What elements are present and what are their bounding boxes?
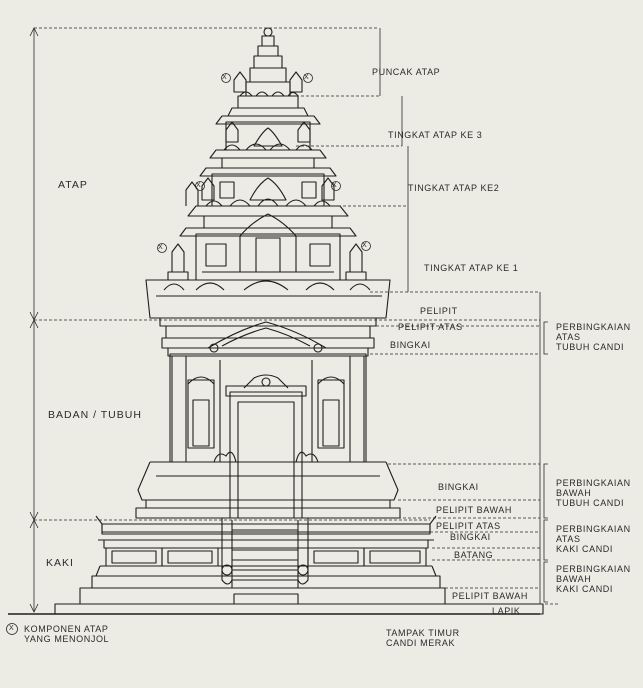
dimension-lines [29,27,548,613]
atap-roof [145,27,391,327]
stairs [221,518,309,588]
marker-x: X [362,242,368,249]
zone-label-kaki: KAKI [46,557,74,569]
label-pelipit-atas-tubuh: PELIPIT ATAS [398,322,463,332]
marker-x: X [332,182,338,189]
marker-x: X [158,244,164,251]
zone-label-badan: BADAN / TUBUH [48,409,142,421]
group-perbingkaian-atas-kaki: PERBINGKAIAN ATAS KAKI CANDI [556,524,631,554]
label-bingkai-atas-tubuh: BINGKAI [390,340,431,350]
label-puncak-atap: PUNCAK ATAP [372,67,441,77]
group-perbingkaian-bawah-tubuh: PERBINGKAIAN BAWAH TUBUH CANDI [556,478,631,508]
label-bingkai-bawah-tubuh: BINGKAI [438,482,479,492]
label-batang: BATANG [454,550,494,560]
group-perbingkaian-atas-tubuh: PERBINGKAIAN ATAS TUBUH CANDI [556,322,631,352]
badan-body [135,321,401,519]
label-pelipit-atas-kaki: PELIPIT ATAS [436,521,501,531]
label-pelipit-bawah-kaki: PELIPIT BAWAH [452,591,528,601]
label-tingkat-atap-3: TINGKAT ATAP KE 3 [388,130,483,140]
legend-symbol: X [9,625,15,632]
projection-markers [6,73,371,635]
zone-label-atap: ATAP [58,179,88,191]
label-tingkat-atap-1: TINGKAT ATAP KE 1 [424,263,519,273]
marker-x: X [222,74,228,81]
legend-text: KOMPONEN ATAP YANG MENONJOL [24,624,110,644]
marker-x: X [196,182,202,189]
leader-lines [34,27,560,605]
marker-x: X [304,74,310,81]
label-bingkai-atas-kaki: BINGKAI [450,532,491,542]
label-pelipit: PELIPIT [420,306,458,316]
label-lapik: LAPIK [492,606,521,616]
figure-caption: TAMPAK TIMUR CANDI MERAK [386,628,460,648]
label-tingkat-atap-2: TINGKAT ATAP KE2 [408,183,500,193]
group-perbingkaian-bawah-kaki: PERBINGKAIAN BAWAH KAKI CANDI [556,564,631,594]
kaki-foot [91,515,441,589]
label-pelipit-bawah-tubuh: PELIPIT BAWAH [436,505,512,515]
